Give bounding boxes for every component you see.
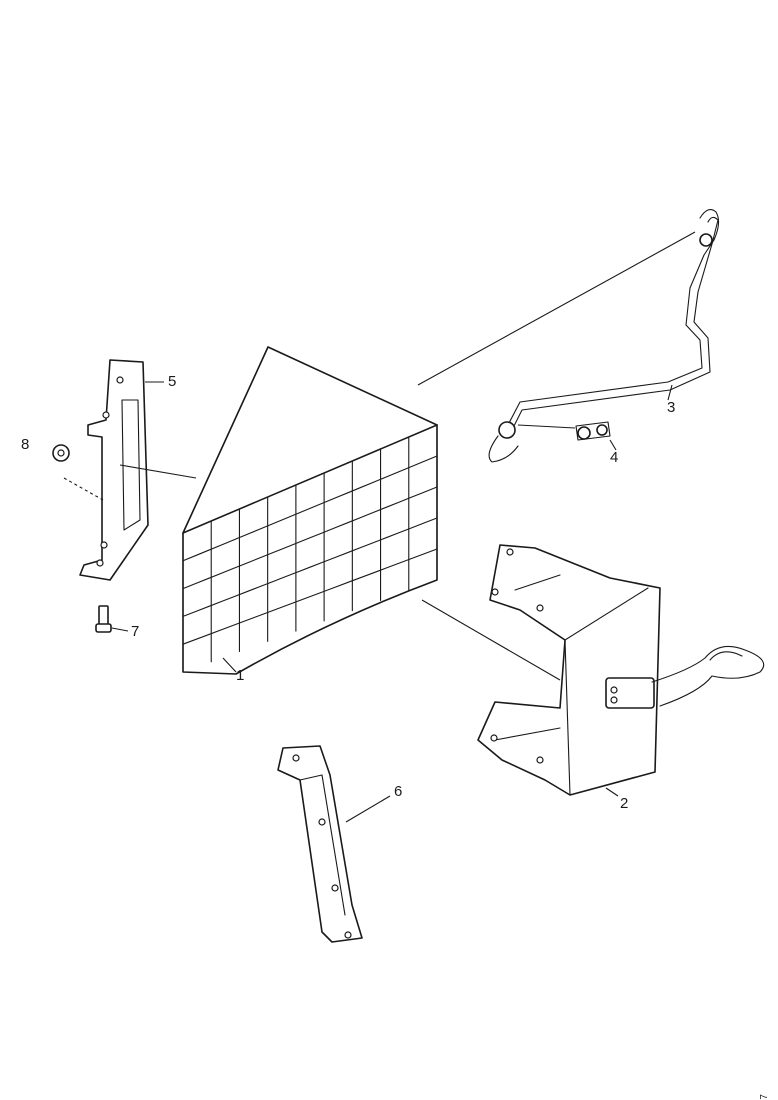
grille-grid-line	[182, 517, 438, 617]
callout-label-4: 4	[610, 449, 619, 466]
drawing-id: 3112867	[759, 1094, 770, 1100]
grille-grid-line	[182, 548, 438, 645]
callout-label-1: 1	[236, 667, 245, 684]
callout-label-6: 6	[394, 783, 403, 800]
leader-lines	[111, 231, 696, 823]
grille-grid-line	[182, 486, 438, 590]
housing-part	[477, 544, 765, 796]
bolt-part	[95, 605, 112, 633]
upper-bracket-part	[79, 359, 149, 581]
callout-label-7: 7	[131, 623, 140, 640]
callout-label-3: 3	[667, 399, 676, 416]
nut-part	[52, 444, 104, 501]
rod-part	[488, 209, 720, 463]
clip-part	[575, 421, 611, 441]
callout-label-8: 8	[21, 436, 30, 453]
grille-part	[182, 346, 438, 675]
grille-grid-line	[182, 455, 438, 562]
callout-label-5: 5	[168, 373, 177, 390]
support-bracket-part	[277, 745, 363, 943]
callout-label-2: 2	[620, 795, 629, 812]
